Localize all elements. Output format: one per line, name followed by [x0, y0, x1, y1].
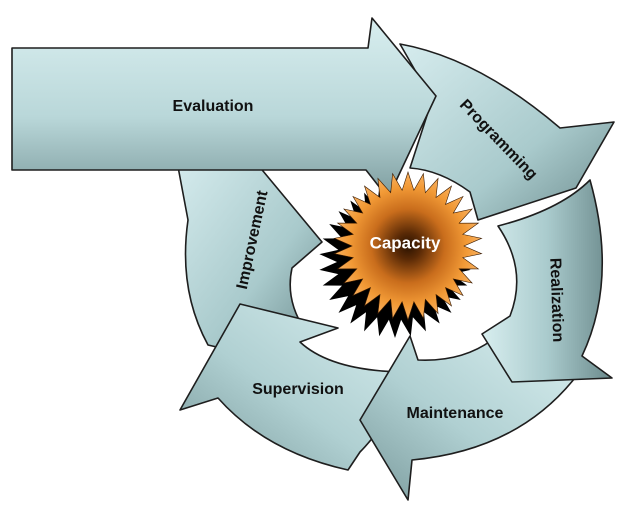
stage-label-supervision: Supervision — [252, 381, 344, 398]
center-label-capacity: Capacity — [370, 233, 441, 252]
stage-arrow-evaluation: Evaluation — [11, 17, 437, 199]
stage-label-maintenance: Maintenance — [407, 405, 504, 422]
sunburst-shape — [333, 171, 483, 321]
stage-label-realization: Realization — [546, 257, 566, 342]
stage-arrow-realization: Realization — [481, 179, 613, 383]
stage-arrow-programming: Programming — [399, 43, 615, 221]
capacity-sunburst: Capacity — [319, 171, 483, 338]
sunburst-main — [333, 171, 483, 321]
stage-arrow-improvement: Improvement — [175, 155, 323, 353]
stage-label-evaluation: Evaluation — [173, 98, 254, 115]
stage-arrow-supervision: Supervision — [179, 303, 409, 471]
